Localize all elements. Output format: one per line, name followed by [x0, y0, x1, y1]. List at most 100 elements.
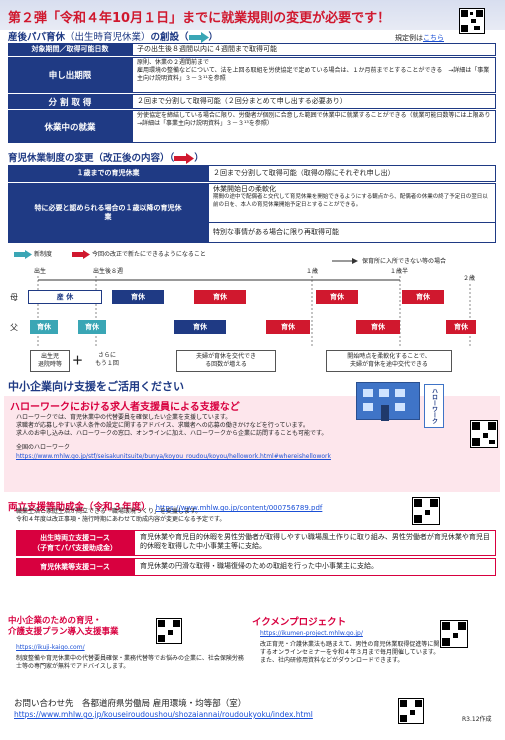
footer-date: R3.12作成	[462, 716, 492, 723]
qr-code-ikumen	[440, 620, 468, 648]
ikukyu-label: 育休	[213, 293, 227, 301]
mother-ikukyu-4: 育休	[402, 290, 444, 304]
sec1-row-label: 休業中の就業	[8, 110, 132, 143]
sec1-row-4: 休業中の就業 労使協定を締結している場合に限り、労働者が個別に合意した範囲で休業…	[8, 110, 496, 143]
banner-title: 第２弾「令和４年10月１日」までに就業規則の変更が必要です！	[8, 11, 391, 26]
ikukyu-label: 育休	[281, 323, 295, 331]
sec2-table: １歳までの育児休業 ２回まで分割して取得可能（取得の際にそれぞれ申し出） 特に必…	[8, 165, 496, 243]
legend-new-label: 新制度	[34, 251, 53, 258]
callout-discharge: 出生児 退院時等	[30, 350, 70, 373]
sec1-title: 産後パパ育休	[8, 32, 66, 43]
sec1-heading: 産後パパ育休（出生時育児休業）の創設（）	[8, 29, 218, 43]
course-table: 出生時両立支援コース （子育てパパ支援助成金） 育児休業や育児目的休暇を男性労働…	[16, 530, 496, 576]
ryo-title: 両立支援等助成金（令和３年度）	[8, 502, 151, 513]
hw-url[interactable]: https://www.mhlw.go.jp/stf/seisakunitsui…	[16, 453, 331, 460]
label-8weeks: 出生後８週	[93, 268, 124, 275]
callout-swap-count: 夫婦が育休を交代でき る回数が増える	[176, 350, 276, 373]
sec1-row-label: 対象期間／取得可能日数	[8, 43, 132, 56]
father-ikukyu-3: 育休	[356, 320, 400, 334]
sec1-title-paren: （出生時育児休業）	[65, 32, 151, 43]
plan-title: 中小企業のための育児・ 介護支援プラン導入支援事業	[8, 616, 119, 638]
rule-example-note: 規定例はこちら	[395, 34, 444, 43]
sec1-row-label: 申し出期限	[8, 57, 132, 93]
mother-label: 母	[10, 293, 18, 302]
sec1-row-label: 分 割 取 得	[8, 94, 132, 109]
qr-code-hellowork	[470, 420, 498, 448]
course-label: 育児休業等支援コース	[16, 558, 134, 576]
sec2-row-2: 特に必要と認められる場合の１歳以降の育児休業 休業開始日の柔軟化 期間の途中で配…	[8, 183, 496, 243]
ikukyu-label: 育休	[330, 293, 344, 301]
course-row-2: 育児休業等支援コース 育児休業の円滑な取得・職場復帰のための取組を行った中小事業…	[16, 558, 496, 576]
qr-code-plan	[156, 618, 182, 644]
qr-code-ryoritsu	[412, 497, 440, 525]
sec2-title-close: ）	[194, 153, 204, 164]
legend-new-arrow-icon	[14, 250, 32, 259]
hellowork-building-icon	[356, 382, 420, 421]
sec1-row-1: 対象期間／取得可能日数 子の出生後８週間以内に４週間まで取得可能	[8, 43, 496, 57]
sec2-heading: 育児休業制度の変更（改正後の内容）（ ）	[8, 150, 204, 164]
hellowork-sign-label: ハローワーク	[430, 388, 438, 424]
qr-code-footer	[398, 698, 424, 724]
sec1-table: 対象期間／取得可能日数 子の出生後８週間以内に４週間まで取得可能 申し出期限 原…	[8, 43, 496, 143]
course-text: 育児休業の円滑な取得・職場復帰のための取組を行った中小事業主に支給。	[134, 558, 496, 576]
label-2year: ２歳	[463, 275, 476, 282]
rule-note-label: 規定例は	[395, 34, 423, 42]
sec2-sub1-text: 期間の途中で配偶者と交代して育児休業を開始できるようにする観点から、配偶者の休業…	[213, 194, 488, 208]
maternity-label: 産 休	[56, 293, 74, 301]
course-row-1: 出生時両立支援コース （子育てパパ支援助成金） 育児休業や育児目的休暇を男性労働…	[16, 530, 496, 558]
mother-ikukyu-1: 育休	[112, 290, 164, 304]
sec2-sub2: 特別な事情がある場合に限り再取得可能	[208, 223, 496, 243]
plan-url[interactable]: https://ikuji-kaigo.com/	[16, 644, 85, 651]
qr-code-top	[459, 8, 485, 34]
callout-plus: ＋	[72, 354, 83, 367]
footer-contact: お問い合わせ先 各都道府県労働局 雇用環境・均等部（室）	[14, 699, 247, 709]
sec1-row-text: 子の出生後８週間以内に４週間まで取得可能	[132, 43, 496, 56]
ikumen-url[interactable]: https://ikumen-project.mhlw.go.jp/	[260, 630, 363, 637]
ikukyu-label: 育休	[37, 323, 51, 331]
ikukyu-label: 育休	[454, 323, 468, 331]
sec1-row-text: ２回まで分割して取得可能（２回分まとめて申し出する必要あり）	[132, 94, 496, 109]
legend-old-arrow-icon	[72, 250, 90, 259]
ryo-url[interactable]: https://www.mhlw.go.jp/content/000756789…	[155, 504, 323, 512]
mother-ikukyu-3: 育休	[316, 290, 358, 304]
ikukyu-label: 育休	[371, 323, 385, 331]
ikukyu-label: 育休	[85, 323, 99, 331]
ikumen-text: 改正育児・介護休業法も踏まえて、男性の育児休業取得促進等に関するオンラインセミナ…	[260, 641, 440, 665]
sec2-row-label: 特に必要と認められる場合の１歳以降の育児休業	[8, 183, 208, 243]
support-title: 中小企業向け支援をご活用ください	[8, 380, 184, 393]
ryo-heading: 両立支援等助成金（令和３年度） https://www.mhlw.go.jp/c…	[8, 495, 322, 514]
sec2-title: 育児休業制度の変更（改正後の内容）（	[8, 153, 175, 164]
rule-example-link[interactable]: こちら	[423, 34, 444, 42]
top-banner	[0, 0, 505, 30]
arrow-icon	[188, 32, 209, 43]
mother-maternity-bar: 産 休	[28, 290, 102, 304]
sec2-row-subcells: 休業開始日の柔軟化 期間の途中で配偶者と交代して育児休業を開始できるようにする観…	[208, 183, 496, 243]
hw-text: ハローワークでは、育児休業中の代替要員を確保したい企業を支援しています。 求職者…	[16, 414, 328, 438]
father-ikukyu-1: 育休	[174, 320, 226, 334]
sec2-row-label: １歳までの育児休業	[8, 165, 208, 182]
course-label: 出生時両立支援コース （子育てパパ支援助成金）	[16, 530, 134, 556]
sec1-row-2: 申し出期限 原則、休業の２週間前まで 雇用環境の整備などについて、法を上回る取組…	[8, 57, 496, 94]
sec1-row-3: 分 割 取 得 ２回まで分割して取得可能（２回分まとめて申し出する必要あり）	[8, 94, 496, 110]
nursery-arrow-icon	[332, 258, 358, 264]
label-nursery: 保育所に入所できない等の場合	[362, 258, 447, 265]
ryo-text: 職業生活と家庭生活が両立できる「職場環境づくり」を支援します。 令和４年度は改正…	[16, 508, 226, 524]
sec2-sub1: 休業開始日の柔軟化 期間の途中で配偶者と交代して育児休業を開始できるようにする観…	[208, 183, 496, 223]
label-1-5year: １歳半	[390, 268, 409, 275]
hw-list-title: 全国のハローワーク	[16, 444, 71, 451]
guide-lines	[37, 276, 471, 346]
hw-title: ハローワークにおける求人者支援員による支援など	[10, 402, 240, 413]
footer-url[interactable]: https://www.mhlw.go.jp/kouseiroudoushou/…	[14, 710, 313, 719]
sec2-row-text: ２回まで分割して取得可能（取得の際にそれぞれ申し出）	[208, 165, 496, 182]
ikukyu-label: 育休	[416, 293, 430, 301]
father-ikukyu-4: 育休	[446, 320, 476, 334]
sec1-row-text: 原則、休業の２週間前まで 雇用環境の整備などについて、法を上回る取組を労使協定で…	[132, 57, 496, 93]
sec1-title-close: ）	[208, 32, 219, 43]
plan-text: 制度整備や育児休業中の代替要員確保・業務代替等でお悩みの企業に、社会保険労務士等…	[16, 655, 244, 671]
father-papa-2: 育休	[78, 320, 106, 334]
sec1-row-text: 労使協定を締結している場合に限り、労働者が個別に合意した範囲で休業中に就業するこ…	[132, 110, 496, 143]
course-text: 育児休業や育児目的休暇を男性労働者が取得しやすい職場風土作りに取り組み、男性労働…	[134, 530, 496, 556]
timeline-diagram: 新制度 今回の改正で新たにできるようになること 出生 出生後８週 １歳 １歳半 …	[8, 246, 496, 374]
sec2-row-1: １歳までの育児休業 ２回まで分割して取得可能（取得の際にそれぞれ申し出）	[8, 165, 496, 183]
arrow-icon	[174, 153, 195, 164]
